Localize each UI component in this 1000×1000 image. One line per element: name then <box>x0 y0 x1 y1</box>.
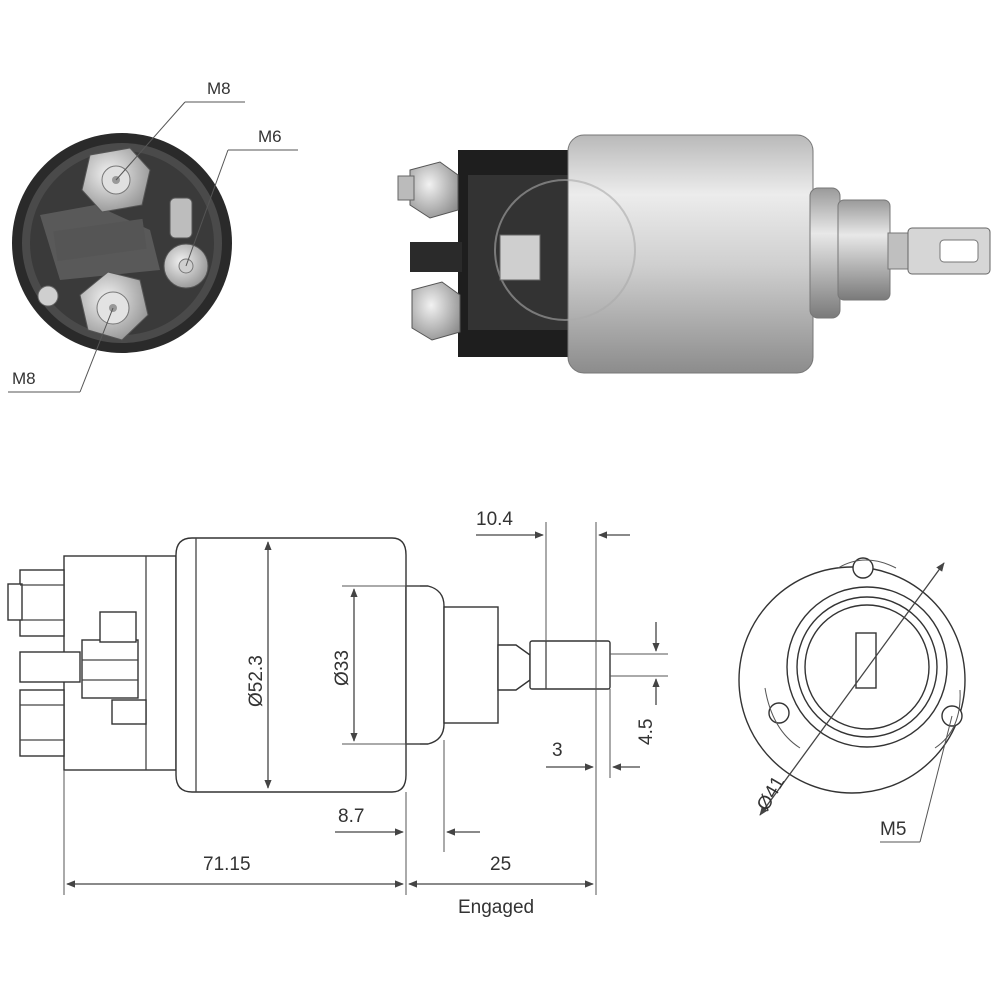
side-view-photo <box>397 134 991 374</box>
watermark-logo <box>494 179 636 321</box>
label-m8-bottom: M8 <box>12 369 36 388</box>
drawing-tab <box>529 640 611 690</box>
dim-body-length: 71.15 <box>203 854 251 875</box>
dim-bolt-circle: Ø41 <box>753 773 789 815</box>
dim-tab-thickness: 3 <box>552 740 563 761</box>
front-view-photo: M8 M6 M8 <box>8 79 298 393</box>
dim-tab-length: 10.4 <box>476 509 513 530</box>
dim-tab-width: 4.5 <box>636 719 657 745</box>
spade-terminal <box>410 242 462 272</box>
side-view-drawing: Ø52.3 Ø33 10.4 4.5 3 8.7 7 <box>7 509 668 918</box>
dim-stroke: 25 <box>490 854 511 875</box>
label-m8-top: M8 <box>207 79 231 98</box>
label-m5: M5 <box>880 819 906 840</box>
terminal-m8-bottom <box>37 271 149 341</box>
dim-body-diameter: Ø52.3 <box>246 655 267 707</box>
terminal-stud-top <box>397 161 459 219</box>
label-m6: M6 <box>258 127 282 146</box>
stroke-note: Engaged <box>458 897 534 918</box>
terminal-stud-bottom <box>411 281 461 341</box>
dim-nose-offset: 8.7 <box>338 806 364 827</box>
drawing-body <box>175 537 407 793</box>
end-view-drawing: Ø41 M5 <box>738 557 966 843</box>
dim-nose-diameter: Ø33 <box>332 650 353 686</box>
solenoid-body <box>567 134 814 374</box>
plunger-housing <box>837 199 891 301</box>
